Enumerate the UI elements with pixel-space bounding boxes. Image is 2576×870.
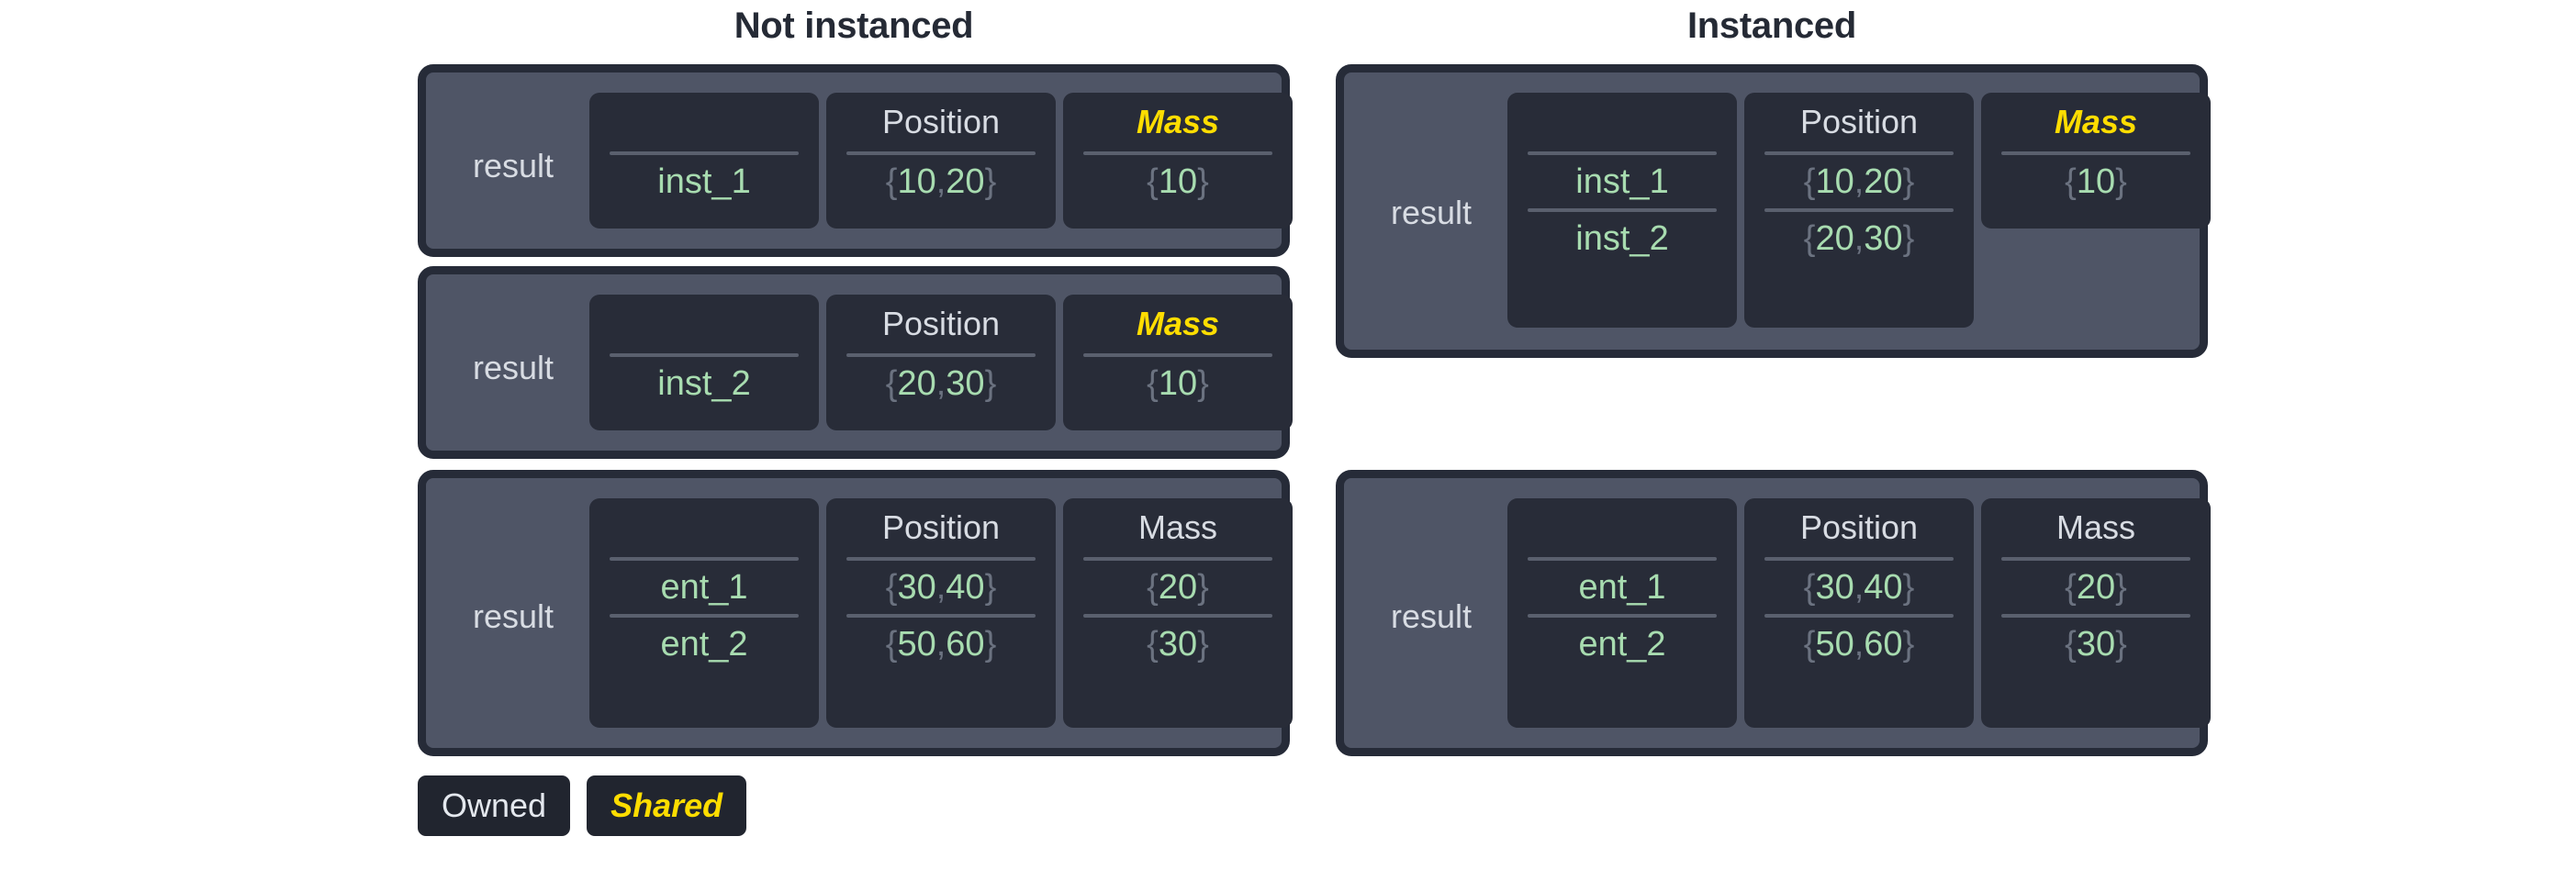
column-mass: Mass {10} [1063, 295, 1293, 430]
row-separator [1764, 614, 1954, 618]
row-separator [610, 353, 799, 357]
column-name: inst_2 [589, 295, 819, 430]
column-position: Position {20, 30} [826, 295, 1056, 430]
table-right-instanced: result inst_1 inst_2 Position {10, 20} {… [1336, 64, 2211, 358]
column-header-name [1507, 498, 1737, 557]
row-separator [1083, 353, 1272, 357]
legend-chip-owned: Owned [418, 775, 571, 836]
row-separator [1083, 151, 1272, 155]
column-header-position: Position [1799, 103, 1919, 140]
column-name: ent_1 ent_2 [589, 498, 819, 728]
cell-mass-1: {10} [1147, 364, 1209, 403]
cell-name-1: inst_1 [657, 162, 751, 201]
column-header-name [589, 93, 819, 151]
cell-position-2: {50, 60} [885, 625, 997, 664]
row-separator [610, 614, 799, 618]
cell-name-2: ent_2 [660, 625, 748, 664]
owner-label: result [472, 349, 554, 386]
column-mass: Mass {20} {30} [1981, 498, 2211, 728]
cell-position-1: {10, 20} [885, 162, 997, 201]
cell-position-2: {50, 60} [1803, 625, 1915, 664]
column-header-position: Position [881, 103, 1001, 140]
table-right-entities: result ent_1 ent_2 Position {30, 40} {50… [1336, 470, 2211, 756]
row-separator [1083, 557, 1272, 561]
column-mass: Mass {20} {30} [1063, 498, 1293, 728]
owner-label: result [1390, 597, 1473, 635]
cell-position-1: {30, 40} [1803, 568, 1915, 607]
owner-label: result [472, 147, 554, 184]
column-header-name [589, 498, 819, 557]
column-header-name [1507, 93, 1737, 151]
column-header-position: Position [1799, 508, 1919, 546]
cell-name-1: ent_1 [660, 568, 748, 607]
table-left-entities: result ent_1 ent_2 Position {30, 40} {50… [418, 470, 1293, 756]
cell-mass-1: {20} [2065, 568, 2127, 607]
row-separator [610, 557, 799, 561]
column-header-position: Position [881, 305, 1001, 342]
row-separator [1528, 557, 1717, 561]
column-name: inst_1 [589, 93, 819, 229]
row-separator [1083, 614, 1272, 618]
cell-position-1: {10, 20} [1803, 162, 1915, 201]
row-separator [2001, 614, 2190, 618]
column-position: Position {30, 40} {50, 60} [1744, 498, 1974, 728]
row-separator [1764, 208, 1954, 212]
row-separator [1528, 151, 1717, 155]
row-separator [1764, 151, 1954, 155]
page-title-instanced: Instanced [1686, 6, 1857, 46]
legend: Owned Shared [418, 775, 747, 836]
cell-name-1: ent_1 [1578, 568, 1666, 607]
cell-mass-1: {10} [1147, 162, 1209, 201]
column-header-mass: Mass [2054, 103, 2138, 140]
column-position: Position {30, 40} {50, 60} [826, 498, 1056, 728]
column-position: Position {10, 20} {20, 30} [1744, 93, 1974, 328]
table-left-inst-2: result inst_2 Position {20, 30} Mass {10… [418, 266, 1293, 459]
column-mass: Mass {10} [1981, 93, 2211, 229]
column-header-mass: Mass [1136, 305, 1220, 342]
cell-position-1: {30, 40} [885, 568, 997, 607]
owner-label: result [1390, 194, 1473, 231]
cell-mass-2: {30} [2065, 625, 2127, 664]
column-mass: Mass {10} [1063, 93, 1293, 229]
legend-chip-shared: Shared [587, 775, 747, 836]
row-separator [1764, 557, 1954, 561]
cell-position-2: {20, 30} [1803, 219, 1915, 258]
column-header-position: Position [881, 508, 1001, 546]
row-separator [846, 353, 1036, 357]
cell-mass-2: {30} [1147, 625, 1209, 664]
column-header-mass: Mass [2055, 508, 2135, 546]
row-separator [846, 151, 1036, 155]
cell-name-2: ent_2 [1578, 625, 1666, 664]
cell-name-1: inst_1 [1575, 162, 1669, 201]
row-separator [1528, 208, 1717, 212]
cell-name-2: inst_2 [1575, 219, 1669, 258]
row-separator [846, 614, 1036, 618]
owner-label: result [472, 597, 554, 635]
column-position: Position {10, 20} [826, 93, 1056, 229]
row-separator [846, 557, 1036, 561]
page-title-not-instanced: Not instanced [734, 6, 974, 46]
cell-mass-1: {20} [1147, 568, 1209, 607]
cell-position-1: {20, 30} [885, 364, 997, 403]
cell-name-1: inst_2 [657, 364, 751, 403]
row-separator [1528, 614, 1717, 618]
column-header-name [589, 295, 819, 353]
column-header-mass: Mass [1136, 103, 1220, 140]
row-separator [2001, 151, 2190, 155]
cell-mass-1: {10} [2065, 162, 2127, 201]
column-header-mass: Mass [1137, 508, 1217, 546]
column-name: inst_1 inst_2 [1507, 93, 1737, 328]
table-left-inst-1: result inst_1 Position {10, 20} Mass {10… [418, 64, 1293, 257]
column-name: ent_1 ent_2 [1507, 498, 1737, 728]
row-separator [2001, 557, 2190, 561]
row-separator [610, 151, 799, 155]
